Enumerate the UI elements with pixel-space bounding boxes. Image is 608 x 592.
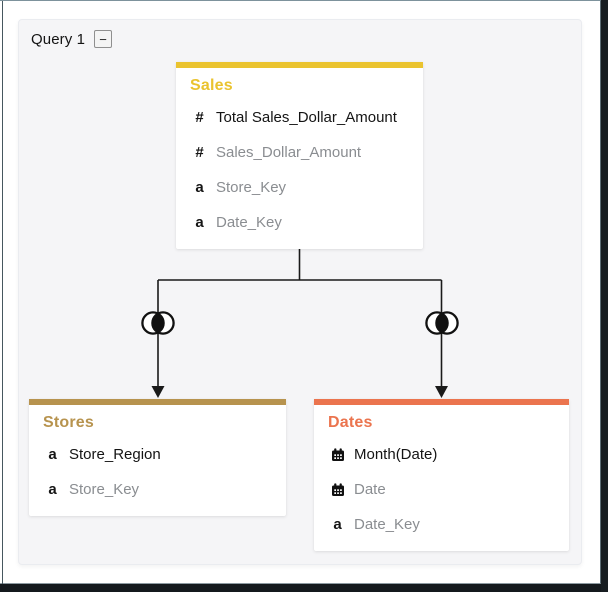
- number-icon: #: [195, 144, 204, 161]
- table-title: Stores: [43, 414, 94, 431]
- field-row[interactable]: a Date_Key: [176, 205, 423, 240]
- field-label: Sales_Dollar_Amount: [216, 144, 362, 161]
- table-card-dates[interactable]: Dates Month(Date): [314, 399, 569, 551]
- field-row[interactable]: Month(Date): [314, 437, 569, 472]
- field-row[interactable]: # Sales_Dollar_Amount: [176, 135, 423, 170]
- query-title: Query 1: [31, 30, 86, 48]
- field-label: Store_Region: [69, 446, 161, 463]
- field-label: Store_Key: [69, 481, 140, 498]
- table-color-bar: [29, 399, 286, 405]
- field-row[interactable]: a Store_Key: [176, 170, 423, 205]
- field-label: Month(Date): [354, 446, 438, 463]
- field-row[interactable]: a Store_Key: [29, 472, 286, 507]
- screen-edge-bottom: [0, 584, 601, 592]
- table-color-bar: [176, 62, 423, 68]
- field-row[interactable]: a Store_Region: [29, 437, 286, 472]
- query-panel: Query 1 −: [18, 19, 582, 565]
- inner-join-icon[interactable]: [424, 309, 460, 337]
- calendar-icon: [330, 482, 345, 497]
- text-icon: a: [48, 446, 57, 463]
- text-icon: a: [195, 214, 204, 231]
- table-title: Sales: [190, 77, 233, 94]
- field-label: Total Sales_Dollar_Amount: [216, 109, 397, 126]
- text-icon: a: [48, 481, 57, 498]
- field-label: Store_Key: [216, 179, 287, 196]
- table-card-sales[interactable]: Sales # Total Sales_Dollar_Amount # Sale…: [176, 62, 423, 249]
- table-title: Dates: [328, 414, 373, 431]
- number-icon: #: [195, 109, 204, 126]
- inner-join-icon[interactable]: [140, 309, 176, 337]
- table-card-stores[interactable]: Stores a Store_Region a Store_Key: [29, 399, 286, 516]
- table-color-bar: [314, 399, 569, 405]
- field-label: Date_Key: [354, 516, 420, 533]
- arrowhead-stores: [151, 386, 165, 398]
- arrowhead-dates: [435, 386, 448, 398]
- field-label: Date: [354, 481, 386, 498]
- query-header: Query 1 −: [31, 30, 113, 48]
- field-row[interactable]: Date: [314, 472, 569, 507]
- collapse-query-button[interactable]: −: [94, 30, 113, 48]
- text-icon: a: [333, 516, 342, 533]
- field-row[interactable]: # Total Sales_Dollar_Amount: [176, 100, 423, 135]
- calendar-icon: [330, 447, 345, 462]
- screen-edge-right: [601, 0, 608, 592]
- window-left-edge: [2, 1, 3, 585]
- app-window: Query 1 −: [0, 0, 601, 585]
- field-label: Date_Key: [216, 214, 282, 231]
- text-icon: a: [195, 179, 204, 196]
- field-row[interactable]: a Date_Key: [314, 507, 569, 542]
